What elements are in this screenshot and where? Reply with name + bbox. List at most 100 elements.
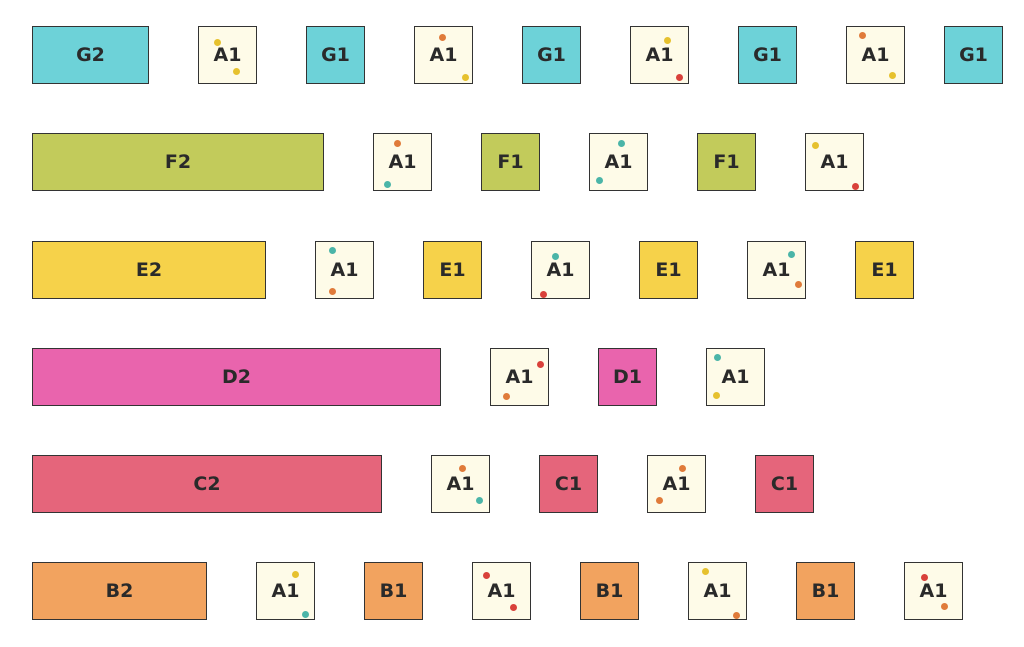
ladybug-icon [702, 568, 710, 576]
ladybug-icon [940, 602, 948, 610]
piece-label: G1 [321, 44, 350, 66]
piece-label: A1 [446, 473, 475, 495]
piece-a1: A1 [315, 241, 374, 299]
piece-a1: A1 [256, 562, 315, 620]
piece-a1: A1 [904, 562, 963, 620]
ladybug-icon [292, 571, 300, 579]
piece-label: E1 [655, 259, 682, 281]
piece-e1: E1 [423, 241, 482, 299]
piece-label: A1 [662, 473, 691, 495]
ladybug-icon [458, 465, 466, 473]
piece-a1: A1 [846, 26, 905, 84]
piece-label: E2 [135, 259, 163, 281]
ladybug-icon [328, 287, 336, 295]
piece-e1: E1 [639, 241, 698, 299]
ladybug-icon [503, 392, 511, 400]
ladybug-icon [713, 392, 721, 400]
ladybug-icon [537, 361, 544, 369]
piece-c1: C1 [755, 455, 814, 513]
piece-a1: A1 [647, 455, 706, 513]
piece-c2: C2 [32, 455, 382, 513]
ladybug-icon [812, 141, 820, 149]
ladybug-icon [482, 572, 490, 580]
ladybug-icon [539, 291, 547, 299]
ladybug-icon [510, 604, 518, 612]
piece-label: A1 [388, 151, 417, 173]
piece-label: G2 [76, 44, 105, 66]
piece-label: B1 [379, 580, 408, 602]
piece-g1: G1 [738, 26, 797, 84]
ladybug-icon [551, 252, 559, 260]
piece-b1: B1 [580, 562, 639, 620]
piece-label: A1 [505, 366, 534, 388]
ladybug-icon [475, 496, 483, 504]
piece-f2: F2 [32, 133, 324, 191]
piece-label: G1 [753, 44, 782, 66]
piece-a1: A1 [706, 348, 765, 406]
piece-label: A1 [487, 580, 516, 602]
ladybug-icon [714, 353, 722, 361]
ladybug-icon [461, 73, 469, 81]
piece-d2: D2 [32, 348, 441, 406]
ladybug-icon [675, 73, 683, 81]
ladybug-icon [596, 176, 604, 184]
piece-label: E1 [439, 259, 466, 281]
piece-g1: G1 [306, 26, 365, 84]
piece-label: A1 [721, 366, 750, 388]
piece-e1: E1 [855, 241, 914, 299]
piece-a1: A1 [688, 562, 747, 620]
piece-label: C2 [193, 473, 221, 495]
piece-a1: A1 [373, 133, 432, 191]
piece-c1: C1 [539, 455, 598, 513]
piece-f1: F1 [697, 133, 756, 191]
piece-label: A1 [213, 44, 242, 66]
piece-label: A1 [861, 44, 890, 66]
piece-a1: A1 [531, 241, 590, 299]
ladybug-icon [852, 182, 860, 190]
piece-g1: G1 [944, 26, 1003, 84]
piece-label: F1 [497, 151, 524, 173]
piece-label: F2 [164, 151, 192, 173]
ladybug-icon [438, 33, 446, 41]
piece-label: B2 [105, 580, 134, 602]
piece-label: A1 [271, 580, 300, 602]
ladybug-icon [679, 465, 687, 473]
piece-a1: A1 [805, 133, 864, 191]
piece-label: B1 [595, 580, 624, 602]
piece-label: A1 [546, 259, 575, 281]
piece-label: C1 [770, 473, 799, 495]
ladybug-icon [213, 39, 221, 47]
piece-a1: A1 [630, 26, 689, 84]
piece-label: A1 [762, 259, 791, 281]
piece-a1: A1 [414, 26, 473, 84]
piece-f1: F1 [481, 133, 540, 191]
ladybug-icon [655, 497, 663, 505]
piece-label: A1 [703, 580, 732, 602]
piece-a1: A1 [747, 241, 806, 299]
ladybug-icon [618, 139, 626, 147]
piece-label: E1 [871, 259, 898, 281]
piece-label: A1 [429, 44, 458, 66]
ladybug-icon [394, 140, 402, 148]
piece-label: A1 [645, 44, 674, 66]
ladybug-icon [888, 72, 896, 80]
piece-label: G1 [959, 44, 988, 66]
piece-label: B1 [811, 580, 840, 602]
piece-d1: D1 [598, 348, 657, 406]
ladybug-icon [328, 246, 336, 254]
ladybug-icon [920, 573, 928, 581]
piece-label: D2 [222, 366, 251, 388]
piece-a1: A1 [198, 26, 257, 84]
piece-b1: B1 [796, 562, 855, 620]
piece-a1: A1 [431, 455, 490, 513]
piece-label: A1 [919, 580, 948, 602]
piece-label: A1 [820, 151, 849, 173]
piece-label: G1 [537, 44, 566, 66]
piece-label: C1 [554, 473, 583, 495]
piece-a1: A1 [589, 133, 648, 191]
piece-b2: B2 [32, 562, 207, 620]
piece-label: F1 [713, 151, 740, 173]
ladybug-icon [788, 250, 796, 258]
piece-g1: G1 [522, 26, 581, 84]
piece-label: A1 [604, 151, 633, 173]
